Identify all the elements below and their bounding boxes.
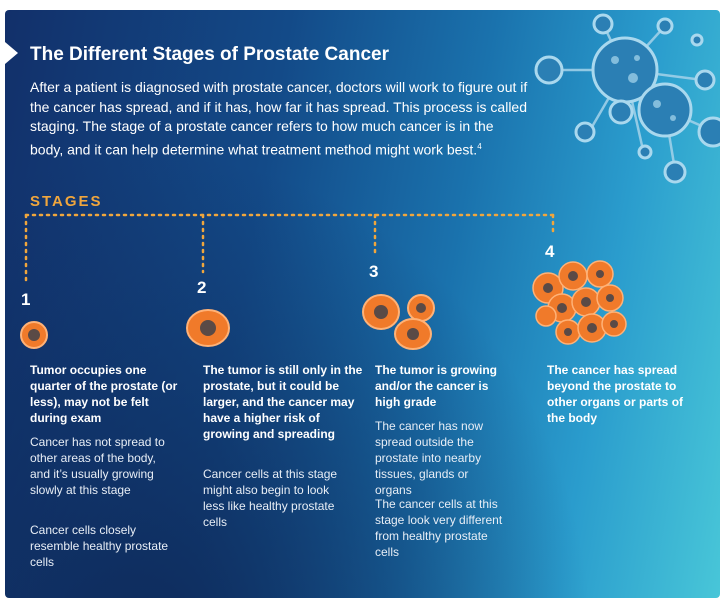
stage-4-cell-cluster-icon (532, 260, 627, 345)
stage-2-paragraph-1: Cancer cells at this stage might also be… (203, 467, 338, 529)
intro-paragraph: After a patient is diagnosed with prosta… (30, 78, 530, 160)
stage-2-cell-icon (186, 309, 230, 347)
page-title: The Different Stages of Prostate Cancer (30, 44, 389, 65)
stage-1-heading: Tumor occupies one quarter of the prosta… (30, 363, 178, 425)
stage-3-paragraph-2: The cancer cells at this stage look very… (375, 497, 503, 559)
stage-1-paragraph-1: Cancer has not spread to other areas of … (30, 435, 165, 497)
intro-footnote: 4 (477, 141, 482, 151)
stage-3-number: 3 (369, 262, 379, 281)
stage-1-paragraph-2: Cancer cells closely resemble healthy pr… (30, 523, 169, 569)
stage-3-paragraph-1: The cancer has now spread outside the pr… (375, 419, 484, 497)
infographic-card: The Different Stages of Prostate Cancer … (5, 10, 720, 598)
stage-2-number: 2 (197, 278, 207, 297)
stage-4-heading: The cancer has spread beyond the prostat… (547, 363, 684, 425)
stage-4-number: 4 (545, 242, 555, 261)
stage-timeline-connectors (24, 213, 555, 282)
stage-1-number: 1 (21, 290, 31, 309)
stage-1-cell-icon (20, 321, 48, 349)
intro-text: After a patient is diagnosed with prosta… (30, 79, 528, 158)
stage-2-heading: The tumor is still only in the prostate,… (203, 363, 363, 441)
stage-3-heading: The tumor is growing and/or the cancer i… (375, 363, 497, 409)
stages-label: STAGES (30, 193, 103, 210)
stage-3-cell-cluster-icon (362, 294, 435, 350)
title-arrow-icon (5, 42, 18, 64)
cancer-cell-cluster-illustration (534, 13, 720, 184)
